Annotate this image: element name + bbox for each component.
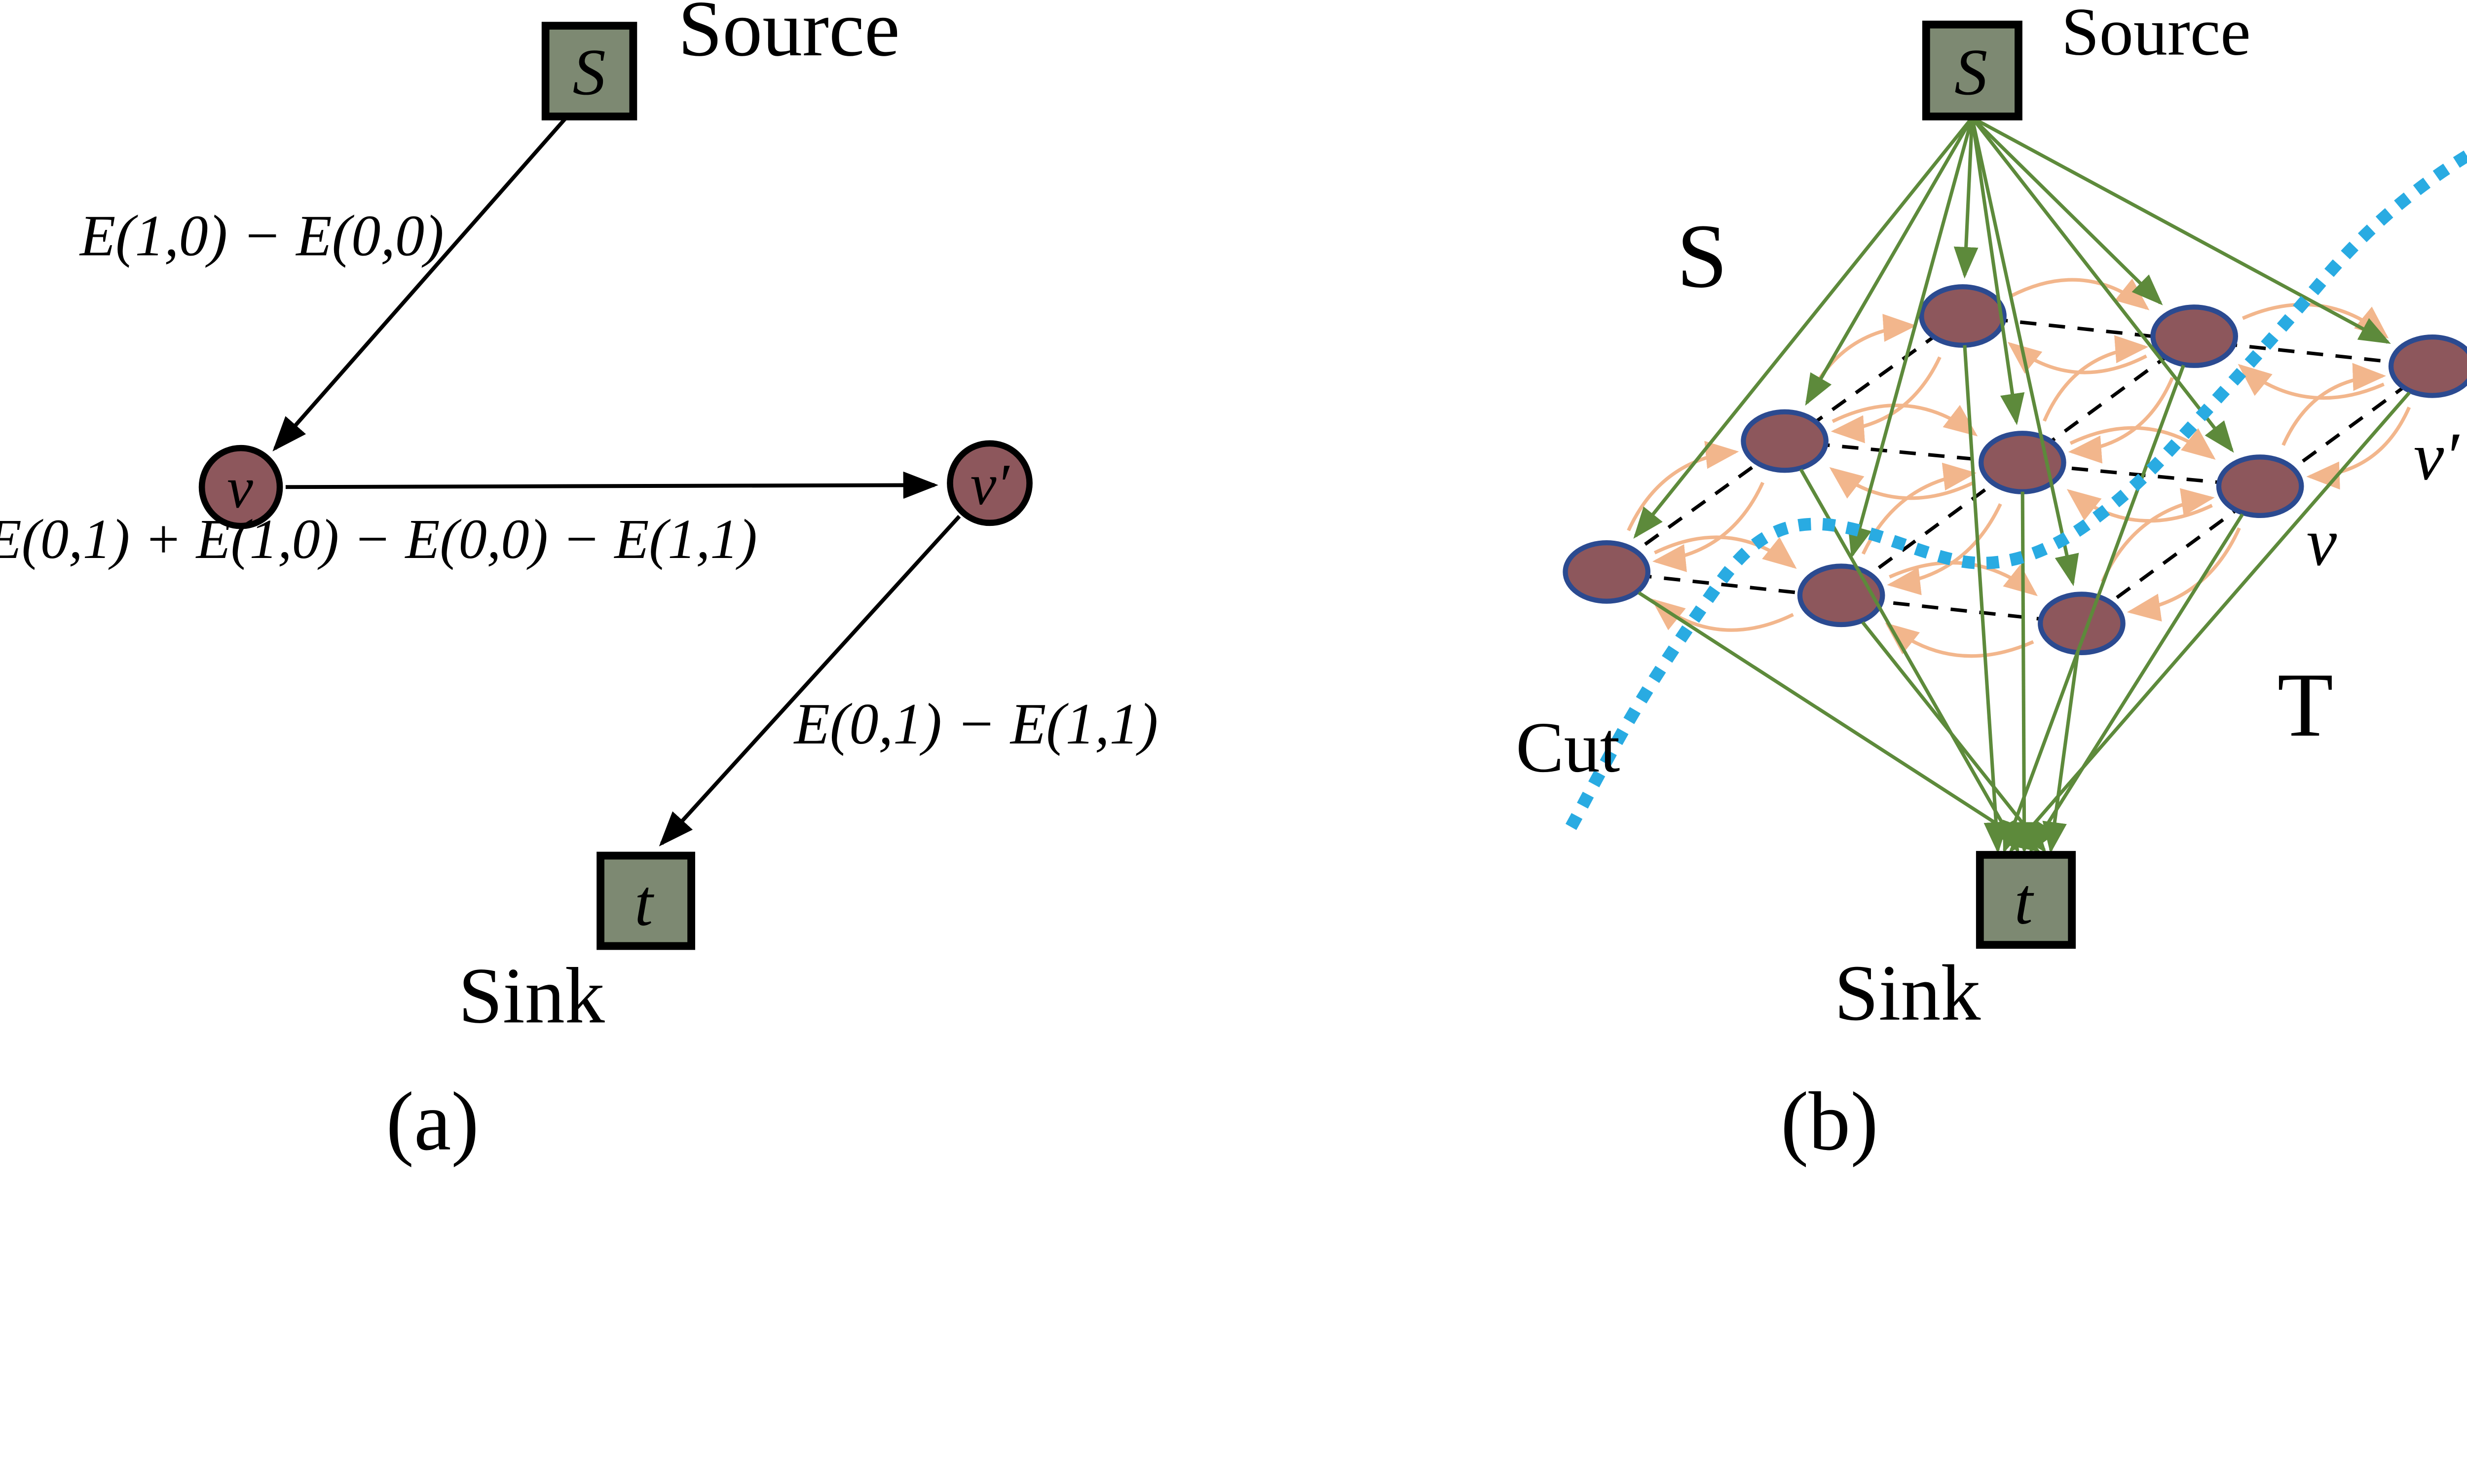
sink-node-box [597, 852, 695, 950]
source-to-node-arrow [1971, 116, 2234, 453]
grid-nodes [1563, 284, 2467, 655]
region-source-label: S [1677, 206, 1727, 307]
graph-cut-figure: S Source v v′ E(1,0) − E(0,0) E(0,1) + E… [0, 0, 2467, 1168]
source-to-node-arrow [1953, 117, 1979, 279]
edge-vprime-sink-label: E(0,1) − E(1,1) [793, 691, 1158, 756]
figure-canvas: S Source v v′ E(1,0) − E(0,0) E(0,1) + E… [0, 0, 2467, 1168]
orange-neighbor-arrow [2069, 426, 2216, 460]
node-to-sink-arrow [1963, 345, 2009, 854]
grid-node [1741, 409, 1829, 473]
sink-title: Sink [458, 952, 605, 1040]
edge-source-v-label: E(1,0) − E(0,0) [79, 203, 444, 268]
grid-node [2038, 592, 2126, 655]
orange-neighbor-arrow [2281, 363, 2387, 446]
grid-node [1919, 284, 2007, 348]
orange-neighbor-arrow [1887, 503, 2002, 595]
orange-neighbor-arrow [2127, 527, 2241, 622]
caption-a: (a) [386, 1075, 479, 1168]
node-to-sink-arrow [1799, 468, 2019, 853]
source-box-label: S [573, 36, 606, 109]
source-node-box [541, 22, 637, 121]
orange-neighbor-arrow [2010, 278, 2150, 311]
node-vprime-label: v′ [2414, 418, 2460, 494]
edge-source-to-v-arrow [272, 116, 567, 451]
source-title: Source [2061, 0, 2251, 70]
node-to-sink-arrow [2029, 513, 2244, 853]
orange-neighbor-arrow [1832, 404, 1978, 437]
sink-box-label: t [2015, 865, 2034, 938]
sink-title: Sink [1834, 949, 1981, 1038]
orange-neighbor-arrow [2066, 489, 2213, 523]
orange-neighbor-arrow [1831, 356, 1942, 444]
node-to-sink-arrow [2002, 365, 2185, 853]
orange-neighbor-arrow [2238, 364, 2385, 400]
node-v-label: v [2307, 504, 2337, 580]
source-to-node-arrow [1970, 117, 2079, 587]
node-to-sink-arrow [2042, 652, 2080, 854]
edge-vprime-to-sink-arrow [659, 515, 961, 847]
source-title: Source [678, 0, 900, 73]
orange-neighbor-arrow [2068, 377, 2174, 464]
grid-node [1797, 563, 1885, 628]
orange-neighbor-arrow [1829, 467, 1976, 500]
panel-a: S Source v v′ E(1,0) − E(0,0) E(0,1) + E… [0, 0, 1158, 1168]
neighbor-orange-arrows [1627, 278, 2411, 658]
source-to-node-arrow [1971, 116, 2163, 305]
source-to-node-arrow [1970, 117, 2025, 425]
source-to-node-arrow [1971, 116, 2391, 344]
source-box-label: S [1954, 36, 1987, 109]
edge-v-vprime-label: E(0,1) + E(1,0) − E(0,0) − E(1,1) [0, 508, 757, 570]
cut-curve [1565, 150, 2467, 831]
orange-neighbor-arrow [1653, 535, 1797, 569]
region-sink-label: T [2278, 655, 2333, 756]
green-flow-arrows [1633, 116, 2411, 854]
sink-node-box [1976, 851, 2076, 949]
source-node-box [1922, 20, 2022, 121]
source-to-node-arrow [1848, 117, 1974, 558]
grid-col-line [1840, 334, 2196, 597]
node-to-sink-arrow [1638, 591, 2041, 853]
node-vprime [947, 440, 1033, 526]
node-to-sink-arrow [2012, 491, 2037, 854]
edge-v-to-vprime-arrow [285, 471, 938, 499]
node-vprime-label: v′ [971, 452, 1010, 517]
node-v-label: v [227, 455, 253, 520]
node-to-sink-arrow [1861, 621, 2047, 853]
caption-b: (b) [1781, 1075, 1878, 1168]
orange-neighbor-arrow [1652, 482, 1765, 572]
orange-neighbor-arrow [1885, 623, 2034, 658]
orange-neighbor-arrow [2306, 407, 2411, 490]
grid-node [1563, 540, 1651, 604]
orange-neighbor-arrow [2042, 335, 2149, 422]
orange-neighbor-arrow [2007, 342, 2147, 374]
grid-node [2388, 334, 2467, 398]
source-to-node-arrow [1633, 116, 1974, 539]
node-v [198, 445, 283, 529]
sink-box-label: t [635, 866, 654, 940]
grid-node [2216, 454, 2304, 518]
grid-col-line [1606, 314, 1964, 574]
cut-label: Cut [1516, 707, 1620, 787]
source-to-node-arrow [1805, 116, 1974, 406]
panel-b: S Source S T Cut v v′ t Sink (b) [1516, 0, 2467, 1168]
grid-node [2150, 304, 2239, 368]
